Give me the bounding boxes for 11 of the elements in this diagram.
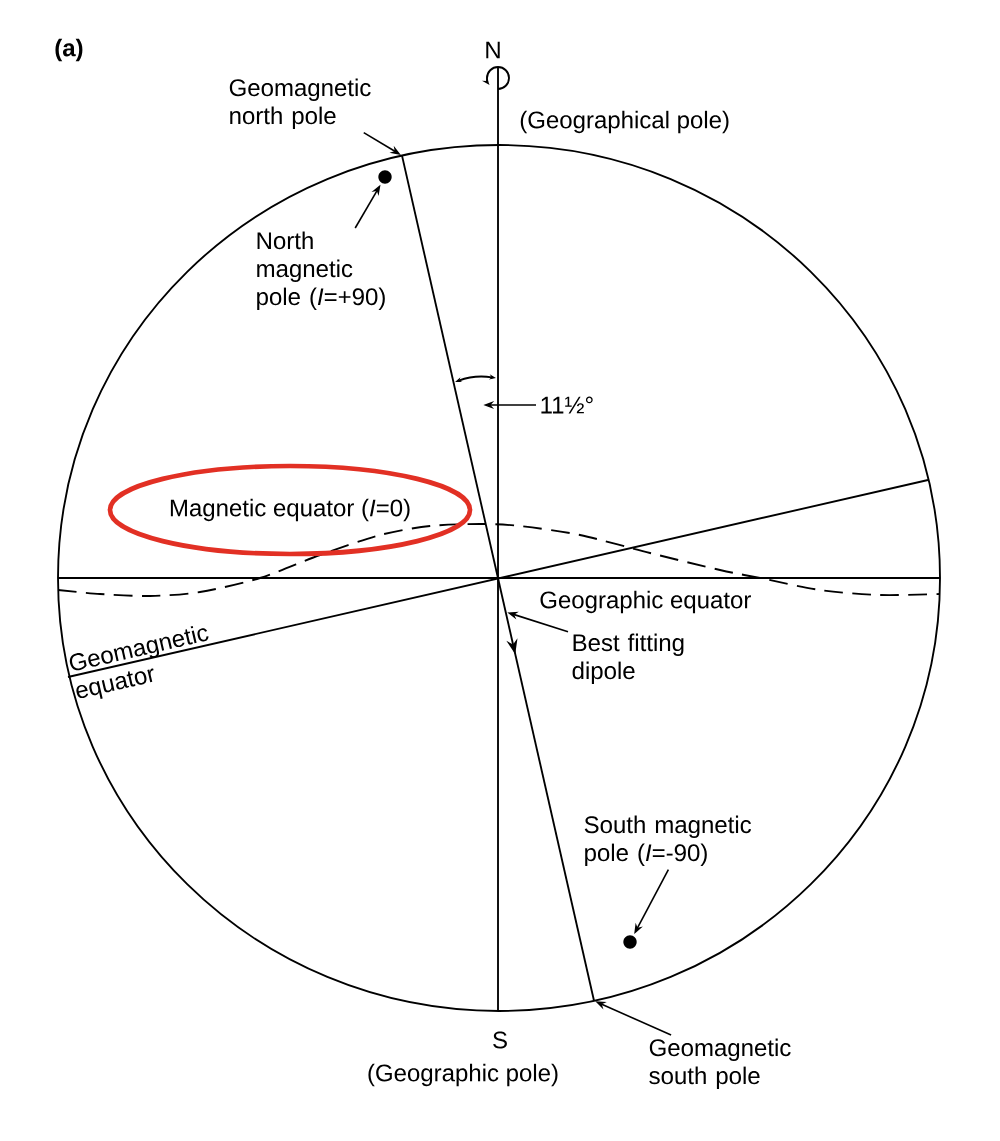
panel-label: (a)	[55, 38, 83, 62]
equator-label: Geographic equator	[540, 590, 751, 614]
pole-label: (Geographical pole)	[520, 110, 729, 134]
pole-label: (Geographic pole)	[368, 1063, 558, 1087]
callout-text: Best fitting dipole	[572, 633, 684, 684]
callout-text: Geomagnetic south pole	[649, 1038, 791, 1089]
callout-text: North magnetic pole (I=+90)	[257, 231, 385, 310]
callout-text: South magnetic pole (I=-90)	[584, 815, 752, 866]
pole-label: N	[486, 41, 500, 59]
pole-label: S	[493, 1031, 507, 1049]
callout-text: Geomagnetic north pole	[229, 78, 371, 129]
